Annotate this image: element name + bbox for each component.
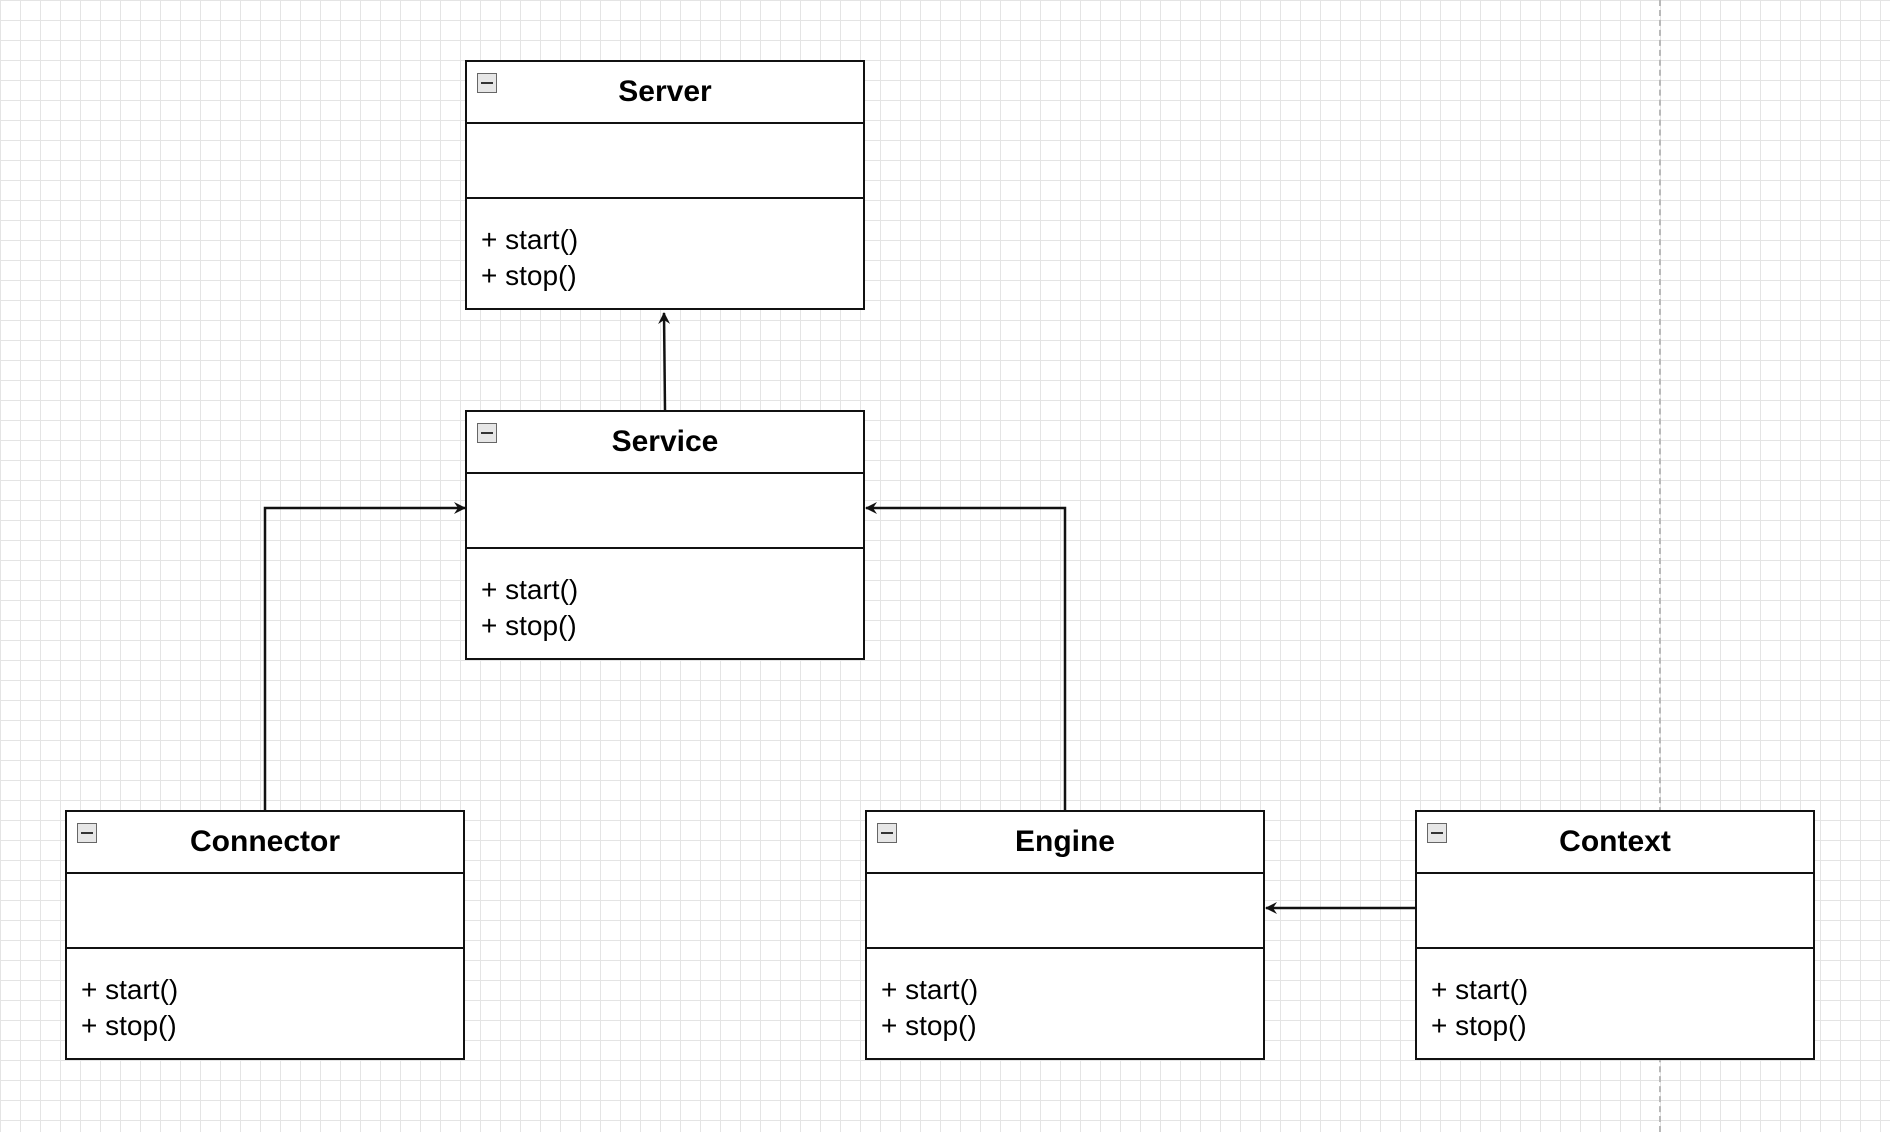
operation-stop[interactable]: + stop() (481, 610, 577, 641)
class-context[interactable]: Context + start() + stop() (1415, 810, 1815, 1060)
collapse-minus-icon[interactable] (877, 823, 897, 843)
edge-service-to-server[interactable] (658, 312, 671, 411)
operation-stop[interactable]: + stop() (81, 1010, 177, 1041)
class-header: Server (467, 62, 863, 124)
collapse-minus-icon[interactable] (477, 423, 497, 443)
operations-compartment[interactable]: + start() + stop() (467, 549, 863, 658)
class-header: Connector (67, 812, 463, 874)
attributes-compartment[interactable] (867, 874, 1263, 949)
operations-compartment[interactable]: + start() + stop() (867, 949, 1263, 1058)
operation-start[interactable]: + start() (481, 574, 579, 605)
page-break-line (1659, 0, 1661, 1132)
edge-engine-to-service[interactable] (865, 502, 1067, 810)
collapse-minus-icon[interactable] (1427, 823, 1447, 843)
operations-compartment[interactable]: + start() + stop() (67, 949, 463, 1058)
class-header: Context (1417, 812, 1813, 874)
operations-compartment[interactable]: + start() + stop() (467, 199, 863, 308)
operations-compartment[interactable]: + start() + stop() (1417, 949, 1813, 1058)
class-header: Engine (867, 812, 1263, 874)
operation-start[interactable]: + start() (81, 974, 179, 1005)
operation-stop[interactable]: + stop() (481, 260, 577, 291)
class-name[interactable]: Service (611, 425, 719, 458)
operation-stop[interactable]: + stop() (1431, 1010, 1527, 1041)
class-service[interactable]: Service + start() + stop() (465, 410, 865, 660)
attributes-compartment[interactable] (467, 474, 863, 549)
operation-start[interactable]: + start() (1431, 974, 1529, 1005)
class-name[interactable]: Server (618, 75, 712, 108)
attributes-compartment[interactable] (67, 874, 463, 949)
collapse-minus-icon[interactable] (77, 823, 97, 843)
class-name[interactable]: Connector (190, 825, 340, 858)
attributes-compartment[interactable] (467, 124, 863, 199)
class-header: Service (467, 412, 863, 474)
class-name[interactable]: Context (1559, 825, 1671, 858)
operation-start[interactable]: + start() (881, 974, 979, 1005)
collapse-minus-icon[interactable] (477, 73, 497, 93)
class-name[interactable]: Engine (1014, 825, 1115, 858)
attributes-compartment[interactable] (1417, 874, 1813, 949)
operation-stop[interactable]: + stop() (881, 1010, 977, 1041)
edge-connector-to-service[interactable] (263, 502, 466, 810)
operation-start[interactable]: + start() (481, 224, 579, 255)
class-engine[interactable]: Engine + start() + stop() (865, 810, 1265, 1060)
class-connector[interactable]: Connector + start() + stop() (65, 810, 465, 1060)
class-server[interactable]: Server + start() + stop() (465, 60, 865, 310)
